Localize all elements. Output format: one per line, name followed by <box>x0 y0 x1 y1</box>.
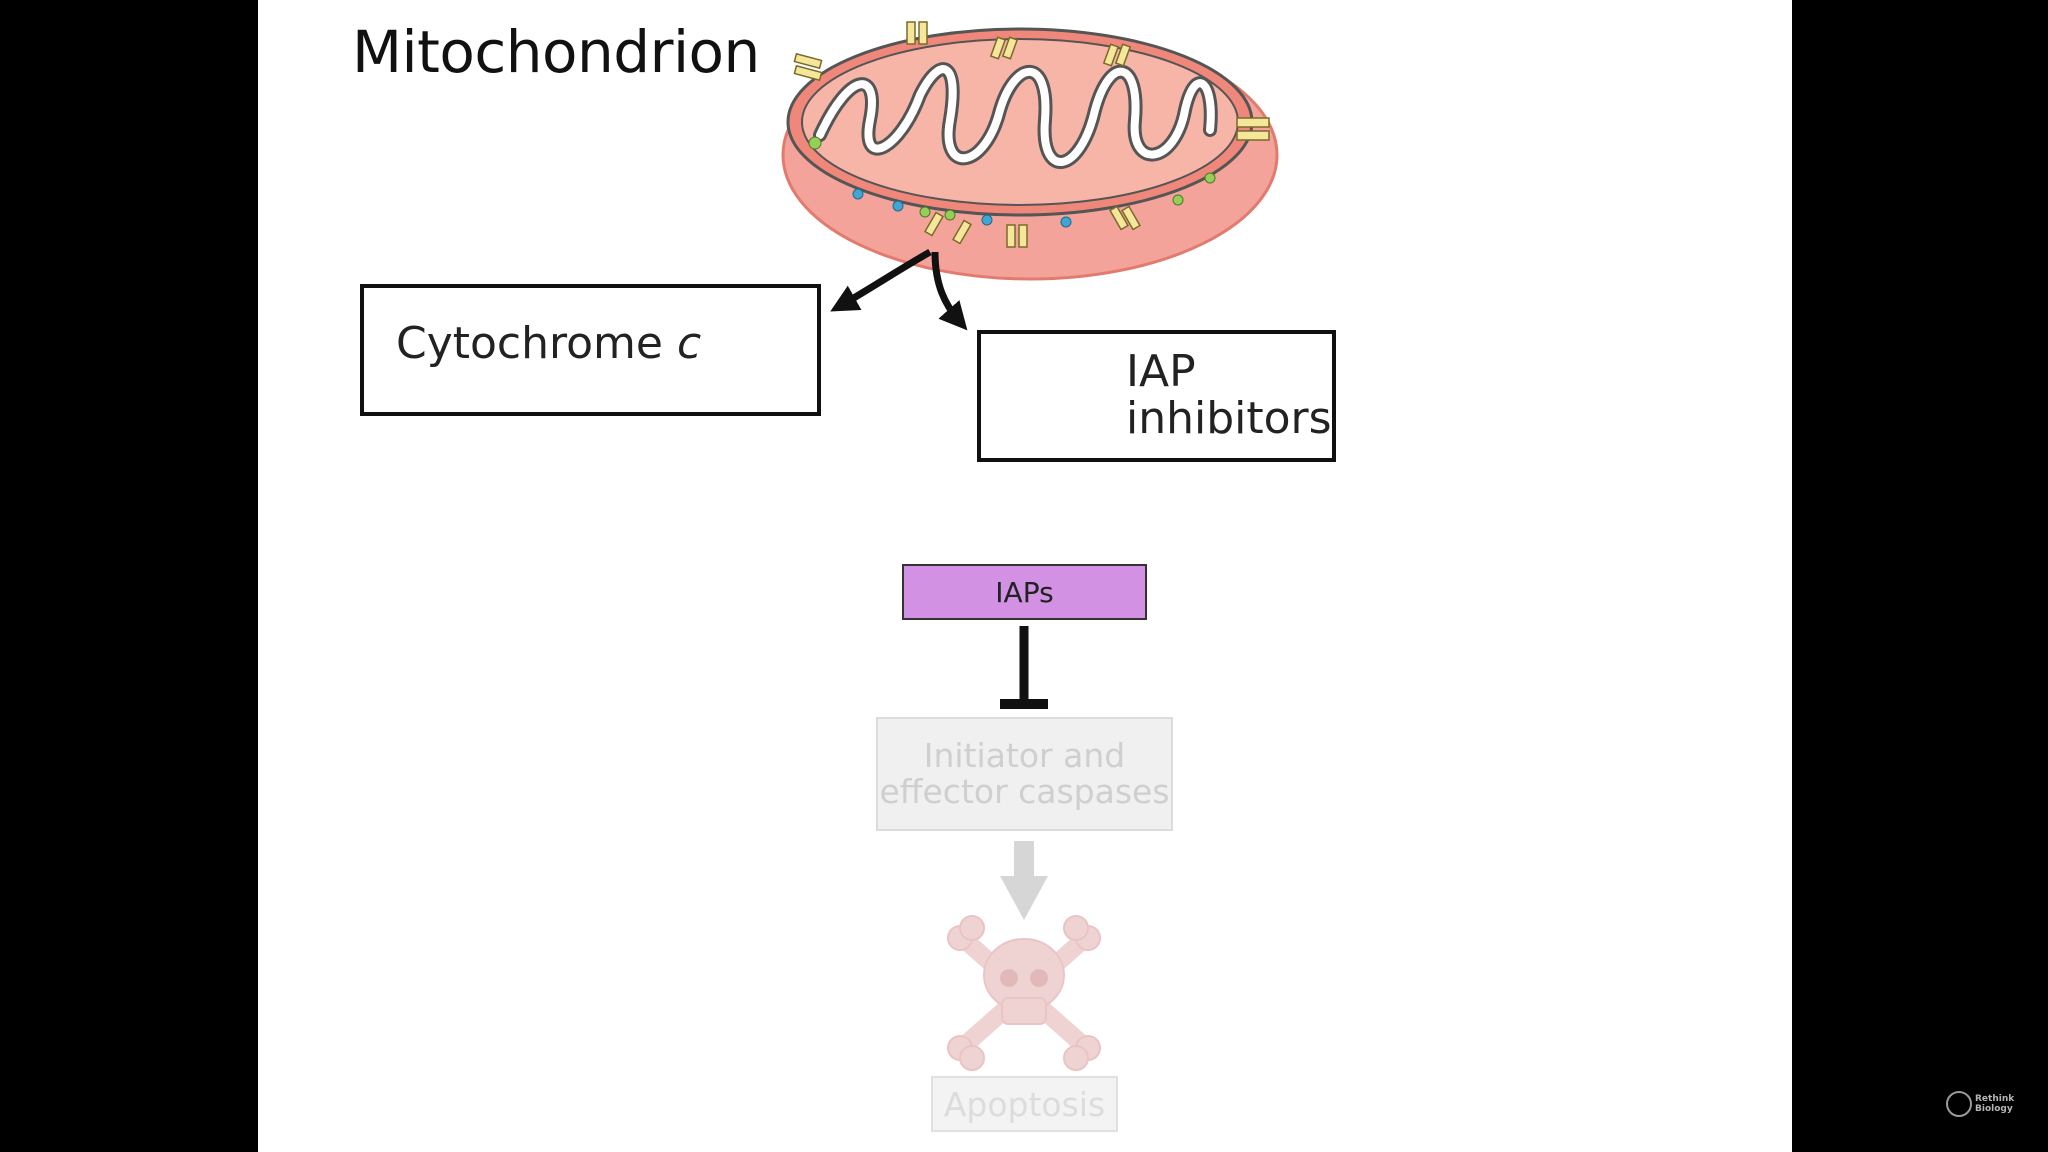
apoptosis-box: Apoptosis <box>931 1076 1118 1132</box>
diagram-title: Mitochondrion <box>352 18 760 86</box>
cytochrome-c-label: Cytochrome c <box>396 318 702 369</box>
arrow-to-cytochrome <box>830 248 932 312</box>
mitochondrion-icon <box>781 21 1279 281</box>
arrow-to-iap-inhibitors <box>931 251 968 331</box>
watermark-logo: Rethink Biology <box>1946 1087 2022 1121</box>
caspases-box: Initiator and effector caspases <box>876 717 1173 831</box>
arrow-to-apoptosis <box>1000 841 1048 920</box>
logo-icon <box>1946 1091 1972 1117</box>
inhibition-arrow <box>1000 626 1048 709</box>
iap-inhibitors-box: IAP inhibitors <box>977 330 1336 462</box>
cytochrome-c-box: Cytochrome c <box>360 284 821 416</box>
iaps-box: IAPs <box>902 564 1147 620</box>
skull-crossbones-icon <box>947 915 1101 1071</box>
iap-inhibitors-label: IAP inhibitors <box>1126 346 1332 444</box>
